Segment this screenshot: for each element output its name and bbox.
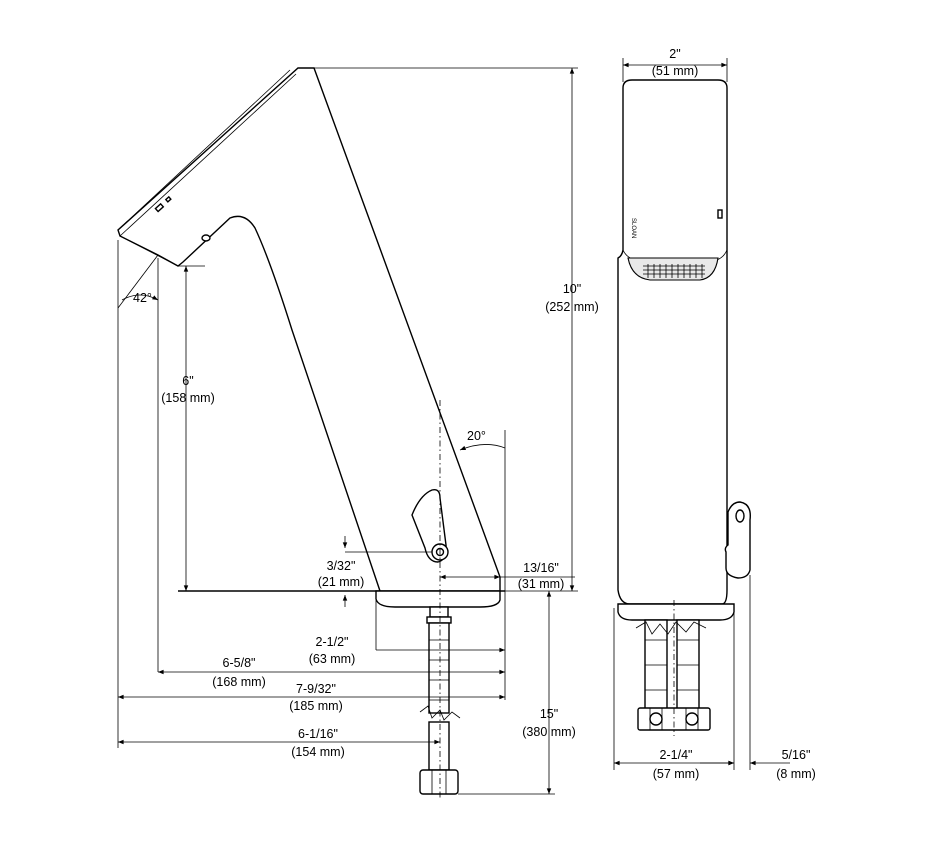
brand-mark: SLOAN [630, 218, 636, 238]
sensor-window [717, 209, 723, 219]
supply-hose-lower [428, 721, 450, 771]
sensor-mark-2 [164, 195, 172, 203]
front-body-outline [617, 79, 728, 605]
front-view-faucet: SLOAN [617, 79, 751, 736]
supply-offset-imperial: 6-1/16" [298, 727, 338, 741]
front-handle [724, 501, 751, 579]
dim-body-angle-arc [459, 444, 506, 451]
reach-outer-imperial: 7-9/32" [296, 682, 336, 696]
front-top-width-imperial: 2" [669, 47, 680, 61]
base-width-imperial: 2-1/2" [316, 635, 349, 649]
supply-shank-top [429, 606, 449, 618]
body-angle-label: 20° [467, 429, 486, 443]
front-top-width-metric: (51 mm) [652, 64, 699, 78]
reach-inner-metric: (168 mm) [212, 675, 265, 689]
front-base-plate [617, 603, 735, 621]
aerator-icon [201, 234, 211, 242]
supply-length-imperial: 15" [540, 707, 558, 721]
front-view-labels: 2" (51 mm) 2-1/4" (57 mm) 5/16" (8 mm) [652, 47, 816, 781]
faucet-body-outline [117, 67, 501, 592]
sensor-mark [154, 202, 165, 213]
spout-top-edge [117, 69, 291, 231]
supply-offset-metric: (154 mm) [291, 745, 344, 759]
sensor-offset-imperial: 3/32" [327, 559, 356, 573]
spout-lower-edge [119, 235, 179, 267]
side-view-faucet [117, 67, 505, 800]
side-view-dimensions [117, 67, 578, 795]
base-offset-metric: (31 mm) [518, 577, 565, 591]
front-handle-offset-imperial: 5/16" [782, 748, 811, 762]
front-aerator [627, 257, 719, 281]
spout-angle-label: 42° [133, 291, 152, 305]
supply-nut-1 [426, 616, 452, 624]
front-base-width-imperial: 2-1/4" [660, 748, 693, 762]
overall-height-imperial: 10" [563, 282, 581, 296]
front-handle-offset-metric: (8 mm) [776, 767, 816, 781]
base-width-metric: (63 mm) [309, 652, 356, 666]
side-view-labels: 10" (252 mm) 6" (158 mm) 42° 20° 3/32" (… [133, 282, 599, 759]
spout-height-metric: (158 mm) [161, 391, 214, 405]
reach-outer-metric: (185 mm) [289, 699, 342, 713]
front-view-dimensions [613, 58, 790, 770]
spout-top-inner-edge [119, 73, 297, 237]
base-plate [375, 590, 501, 608]
reach-inner-imperial: 6-5/8" [223, 656, 256, 670]
front-handle-knob [735, 509, 745, 523]
break-mark [419, 705, 461, 721]
supply-hose-upper [428, 622, 450, 714]
front-base-width-metric: (57 mm) [653, 767, 700, 781]
spout-height-imperial: 6" [182, 374, 193, 388]
overall-height-metric: (252 mm) [545, 300, 598, 314]
base-offset-imperial: 13/16" [523, 561, 559, 575]
supply-nut-bottom [419, 769, 459, 795]
supply-length-metric: (380 mm) [522, 725, 575, 739]
sensor-offset-metric: (21 mm) [318, 575, 365, 589]
front-break-mark [635, 621, 707, 635]
